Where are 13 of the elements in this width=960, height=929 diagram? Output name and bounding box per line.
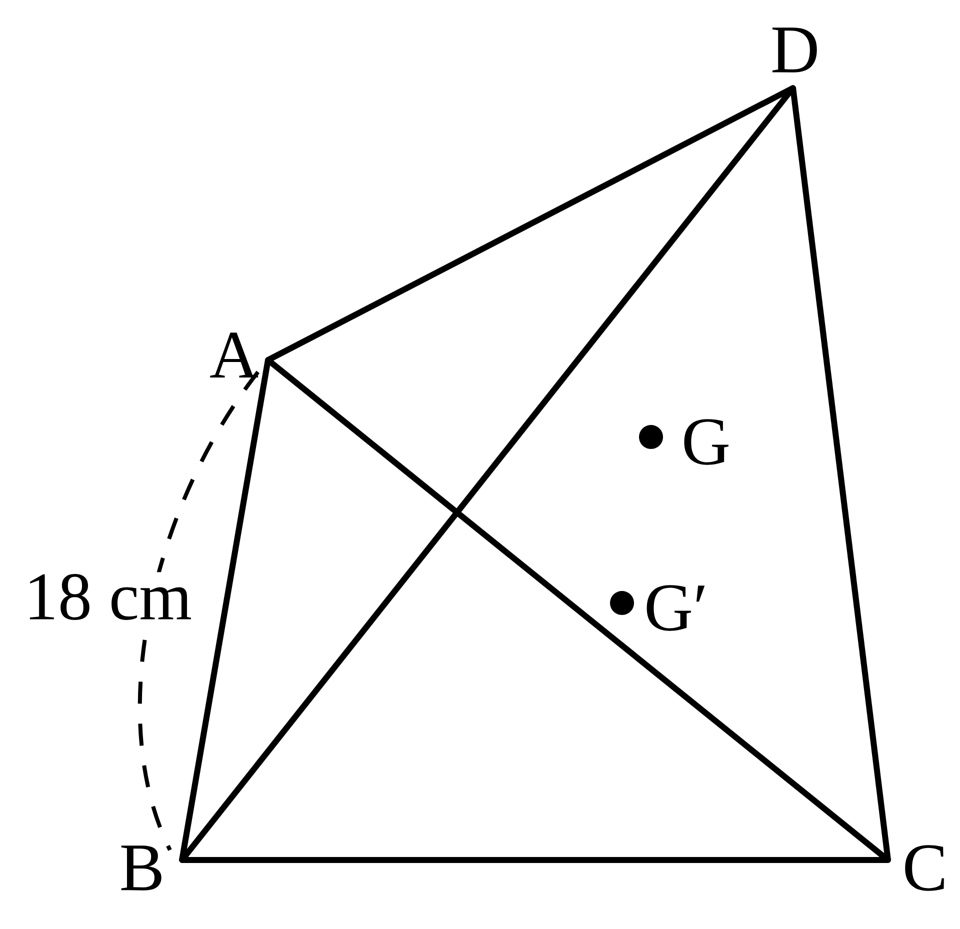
line-segment bbox=[179, 857, 891, 864]
line-segment bbox=[179, 85, 796, 863]
line-segment bbox=[265, 357, 891, 863]
line-segment bbox=[265, 85, 796, 363]
point-label: G′ bbox=[646, 585, 705, 631]
line-segment bbox=[790, 85, 891, 863]
vertex-label: A bbox=[210, 332, 258, 378]
point-label: G bbox=[684, 419, 728, 465]
dimension-label: 18 cm bbox=[22, 572, 194, 622]
vertex-label: C bbox=[905, 845, 944, 891]
vertex-label: B bbox=[121, 846, 162, 890]
vertex-label: D bbox=[772, 28, 817, 72]
line-segment bbox=[179, 357, 271, 863]
